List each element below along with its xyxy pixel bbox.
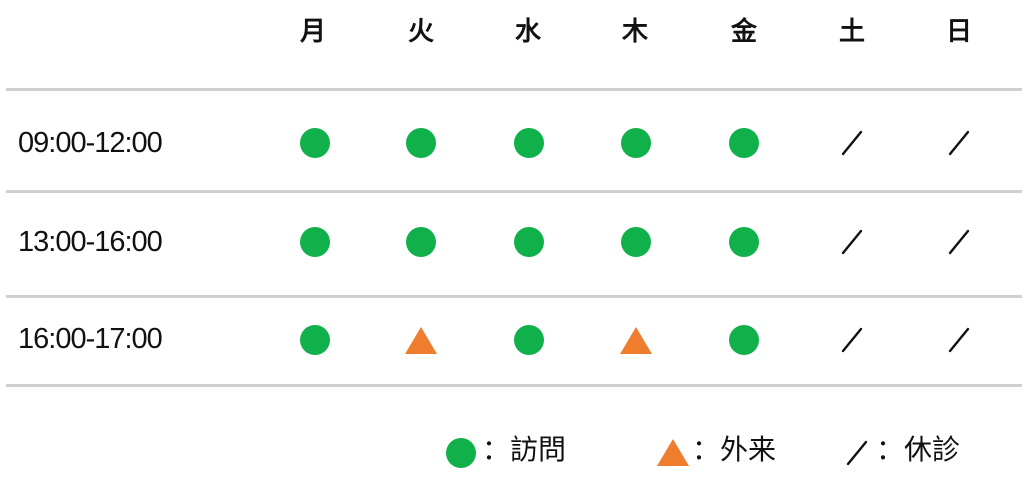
visit-circle-icon [300, 325, 330, 355]
visit-circle-icon [729, 325, 759, 355]
visit-circle-icon [300, 227, 330, 257]
closed-slash-icon [948, 229, 970, 255]
legend-closed-label: ：休診 [876, 433, 961, 466]
closed-slash-icon [841, 130, 863, 156]
time-slot-label: 13:00-16:00 [18, 226, 163, 258]
day-header-wed: 水 [514, 17, 541, 47]
legend-closed-slash-icon [846, 440, 868, 466]
day-header-fri: 金 [730, 17, 757, 47]
closed-slash-icon [948, 130, 970, 156]
visit-circle-icon [406, 128, 436, 158]
closed-slash-icon [841, 229, 863, 255]
table-divider [6, 384, 1022, 387]
visit-circle-icon [621, 128, 651, 158]
day-header-tue: 火 [407, 17, 434, 47]
visit-circle-icon [514, 325, 544, 355]
visit-circle-icon [406, 227, 436, 257]
visit-circle-icon [729, 227, 759, 257]
outpatient-triangle-icon [405, 327, 437, 354]
visit-circle-icon [621, 227, 651, 257]
closed-slash-icon [841, 327, 863, 353]
table-divider [6, 295, 1022, 298]
legend-outpatient-triangle-icon [657, 439, 689, 466]
time-slot-label: 16:00-17:00 [18, 323, 163, 355]
legend-visit-circle-icon [446, 438, 476, 468]
day-header-thu: 木 [621, 17, 648, 47]
closed-slash-icon [948, 327, 970, 353]
visit-circle-icon [514, 227, 544, 257]
time-slot-label: 09:00-12:00 [18, 127, 163, 159]
outpatient-triangle-icon [620, 327, 652, 354]
day-header-sun: 日 [945, 17, 972, 47]
legend-outpatient-label: ：外来 [692, 433, 777, 466]
visit-circle-icon [729, 128, 759, 158]
visit-circle-icon [300, 128, 330, 158]
legend-visit-label: ：訪問 [482, 433, 567, 466]
day-header-mon: 月 [299, 17, 326, 47]
table-divider [6, 190, 1022, 193]
table-divider [6, 88, 1022, 91]
day-header-sat: 土 [838, 17, 865, 47]
visit-circle-icon [514, 128, 544, 158]
